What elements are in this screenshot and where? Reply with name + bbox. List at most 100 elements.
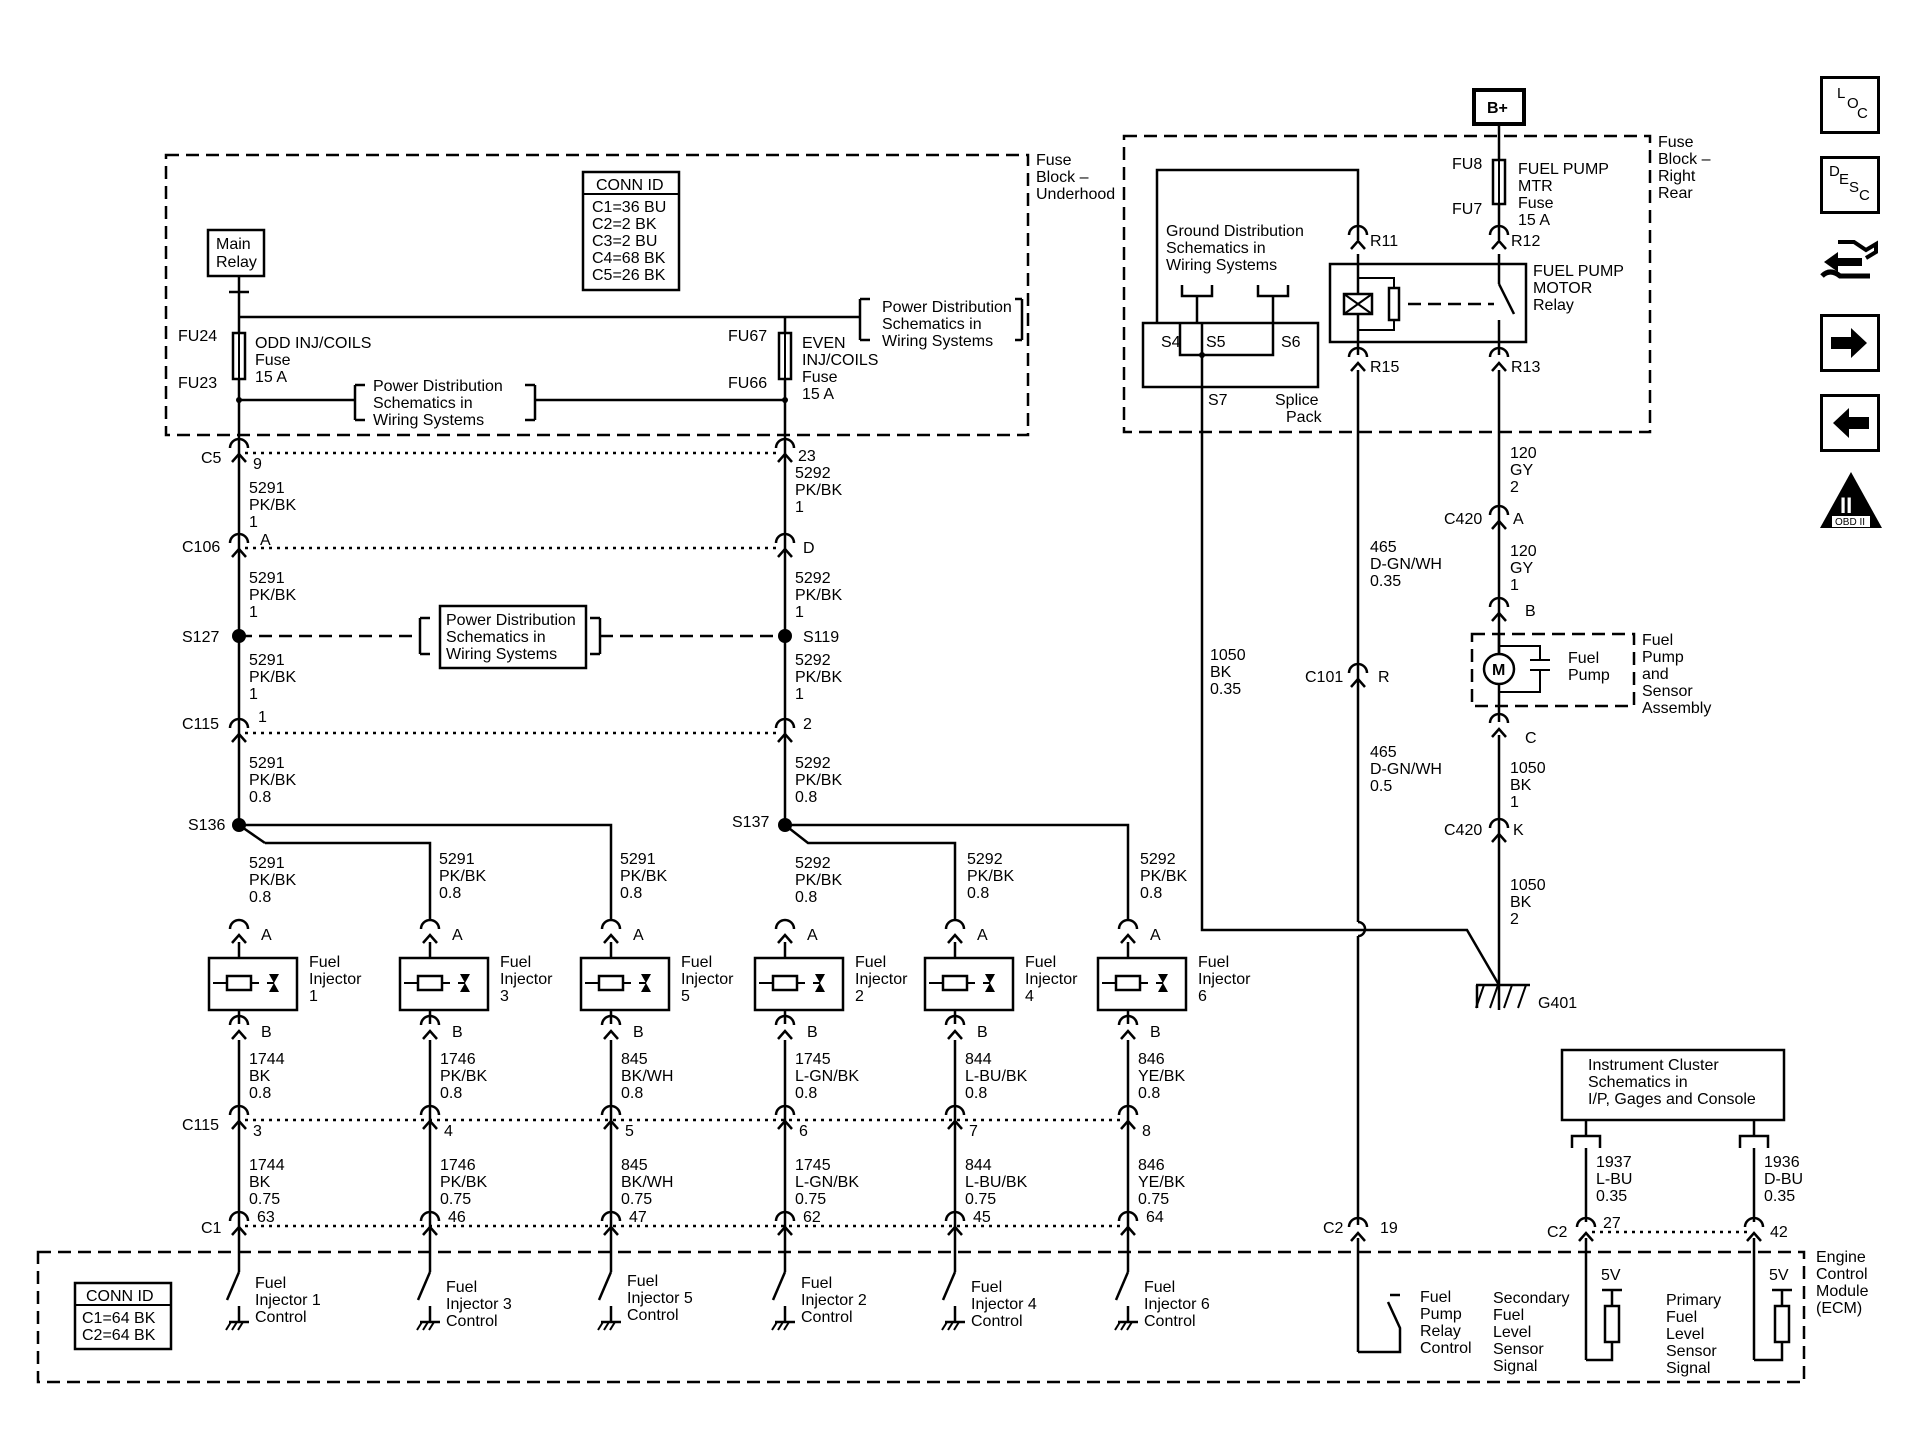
conn-id-list: C1=36 BU C2=2 BK C3=2 BU C4=68 BK C5=26 … bbox=[592, 199, 671, 284]
c2-label-sec: C2 bbox=[1547, 1224, 1568, 1241]
obd-ii-text: OBD II bbox=[1835, 517, 1865, 528]
splice-s4: S4 bbox=[1161, 334, 1181, 351]
c1-pin: 45 bbox=[973, 1209, 991, 1226]
power-distribution-ref-3: Power Distribution Schematics in Wiring … bbox=[446, 612, 580, 663]
s136-label: S136 bbox=[188, 817, 225, 834]
arrow-left-icon bbox=[1833, 408, 1869, 438]
splice-pack-name: Splice Pack bbox=[1275, 392, 1323, 426]
connector-service-icon[interactable] bbox=[1818, 232, 1884, 294]
injector-pin-a-connector bbox=[1117, 918, 1139, 944]
next-page-button[interactable] bbox=[1820, 314, 1880, 372]
loc-letter-l: L bbox=[1837, 85, 1846, 102]
loc-letter-c: C bbox=[1857, 105, 1868, 122]
injector-pin-a-connector bbox=[944, 918, 966, 944]
wire-5291-d: 5291 PK/BK 0.8 bbox=[249, 755, 301, 806]
c1-label: C1 bbox=[201, 1220, 222, 1237]
fuse-block-right-rear-border bbox=[1122, 134, 1652, 434]
relay-name: FUEL PUMP MOTOR Relay bbox=[1533, 263, 1628, 314]
conn-id-title: CONN ID bbox=[596, 177, 664, 194]
fuse-block-underhood-label: Fuse Block – Underhood bbox=[1036, 152, 1115, 203]
c115-upper-pin-even: 2 bbox=[803, 716, 812, 733]
c106-pin-odd: A bbox=[260, 532, 271, 549]
main-relay-box bbox=[206, 228, 266, 278]
desc-letter-e: E bbox=[1839, 171, 1850, 188]
fuel-pump-fuse-name: FUEL PUMP MTR Fuse 15 A bbox=[1518, 161, 1613, 229]
injector-pin-a: A bbox=[261, 927, 272, 944]
obd-ii-numeral: II bbox=[1840, 493, 1852, 518]
wire-120-a: 120 GY 2 bbox=[1510, 445, 1541, 496]
c420-a-pin: A bbox=[1513, 511, 1524, 528]
even-fuse-fu67: FU67 bbox=[728, 328, 767, 345]
desc-letter-s: S bbox=[1849, 179, 1860, 196]
c420-k-pin: K bbox=[1513, 822, 1524, 839]
loc-letter-o: O bbox=[1847, 95, 1859, 112]
description-button[interactable]: D E S C bbox=[1820, 156, 1880, 214]
s127-label: S127 bbox=[182, 629, 219, 646]
obd-ii-icon[interactable]: II OBD II bbox=[1818, 470, 1884, 532]
wire-5291-b: 5291 PK/BK 1 bbox=[249, 570, 301, 621]
wire-465-a: 465 D-GN/WH 0.35 bbox=[1370, 539, 1446, 590]
c115-lower-pin: 8 bbox=[1142, 1123, 1151, 1140]
injector-pin-b: B bbox=[452, 1024, 463, 1041]
injector-pin-a: A bbox=[977, 927, 988, 944]
c1-pin: 46 bbox=[448, 1209, 466, 1226]
c101-pin: R bbox=[1378, 669, 1390, 686]
sec-signal-label: Secondary Fuel Level Sensor Signal bbox=[1493, 1290, 1574, 1375]
c115-lower-pin: 7 bbox=[969, 1123, 978, 1140]
wire-5291-c: 5291 PK/BK 1 bbox=[249, 652, 301, 703]
ecm-label: Engine Control Module (ECM) bbox=[1816, 1249, 1873, 1317]
s119-label: S119 bbox=[803, 629, 839, 646]
splice-s5: S5 bbox=[1206, 334, 1226, 351]
c2-label-relay: C2 bbox=[1323, 1220, 1344, 1237]
c115-upper-label: C115 bbox=[182, 716, 219, 733]
ecm-border bbox=[36, 1250, 1806, 1384]
even-fuse-name: EVEN INJ/COILS Fuse 15 A bbox=[802, 335, 883, 403]
c115-lower-label: C115 bbox=[182, 1117, 219, 1134]
injector-pin-a: A bbox=[633, 927, 644, 944]
injector-pin-a-connector bbox=[600, 918, 622, 944]
odd-fuse-fu24: FU24 bbox=[178, 328, 217, 345]
wire-5292-a: 5292 PK/BK 1 bbox=[795, 465, 847, 516]
c5-pin-odd: 9 bbox=[253, 456, 262, 473]
pin-r15: R15 bbox=[1370, 359, 1399, 376]
fuel-pump-assembly-border bbox=[1470, 632, 1636, 708]
injector-pin-b: B bbox=[977, 1024, 988, 1041]
wire-5292-c: 5292 PK/BK 1 bbox=[795, 652, 847, 703]
previous-page-button[interactable] bbox=[1820, 394, 1880, 452]
connector-arc-5 bbox=[774, 717, 796, 743]
location-button[interactable]: L O C bbox=[1820, 76, 1880, 134]
injector-pin-b: B bbox=[1150, 1024, 1161, 1041]
wire-120-b: 120 GY 1 bbox=[1510, 543, 1541, 594]
c2-pin-42: 42 bbox=[1770, 1224, 1788, 1241]
c5-pin-even: 23 bbox=[798, 448, 816, 465]
injector-pin-a: A bbox=[452, 927, 463, 944]
wire-1050-a: 1050 BK 0.35 bbox=[1210, 647, 1250, 698]
c1-pin: 63 bbox=[257, 1209, 275, 1226]
injector-pin-a-connector bbox=[774, 918, 796, 944]
relay-control-label: Fuel Pump Relay Control bbox=[1420, 1289, 1472, 1357]
fuse-block-right-rear-label: Fuse Block – Right Rear bbox=[1658, 134, 1715, 202]
